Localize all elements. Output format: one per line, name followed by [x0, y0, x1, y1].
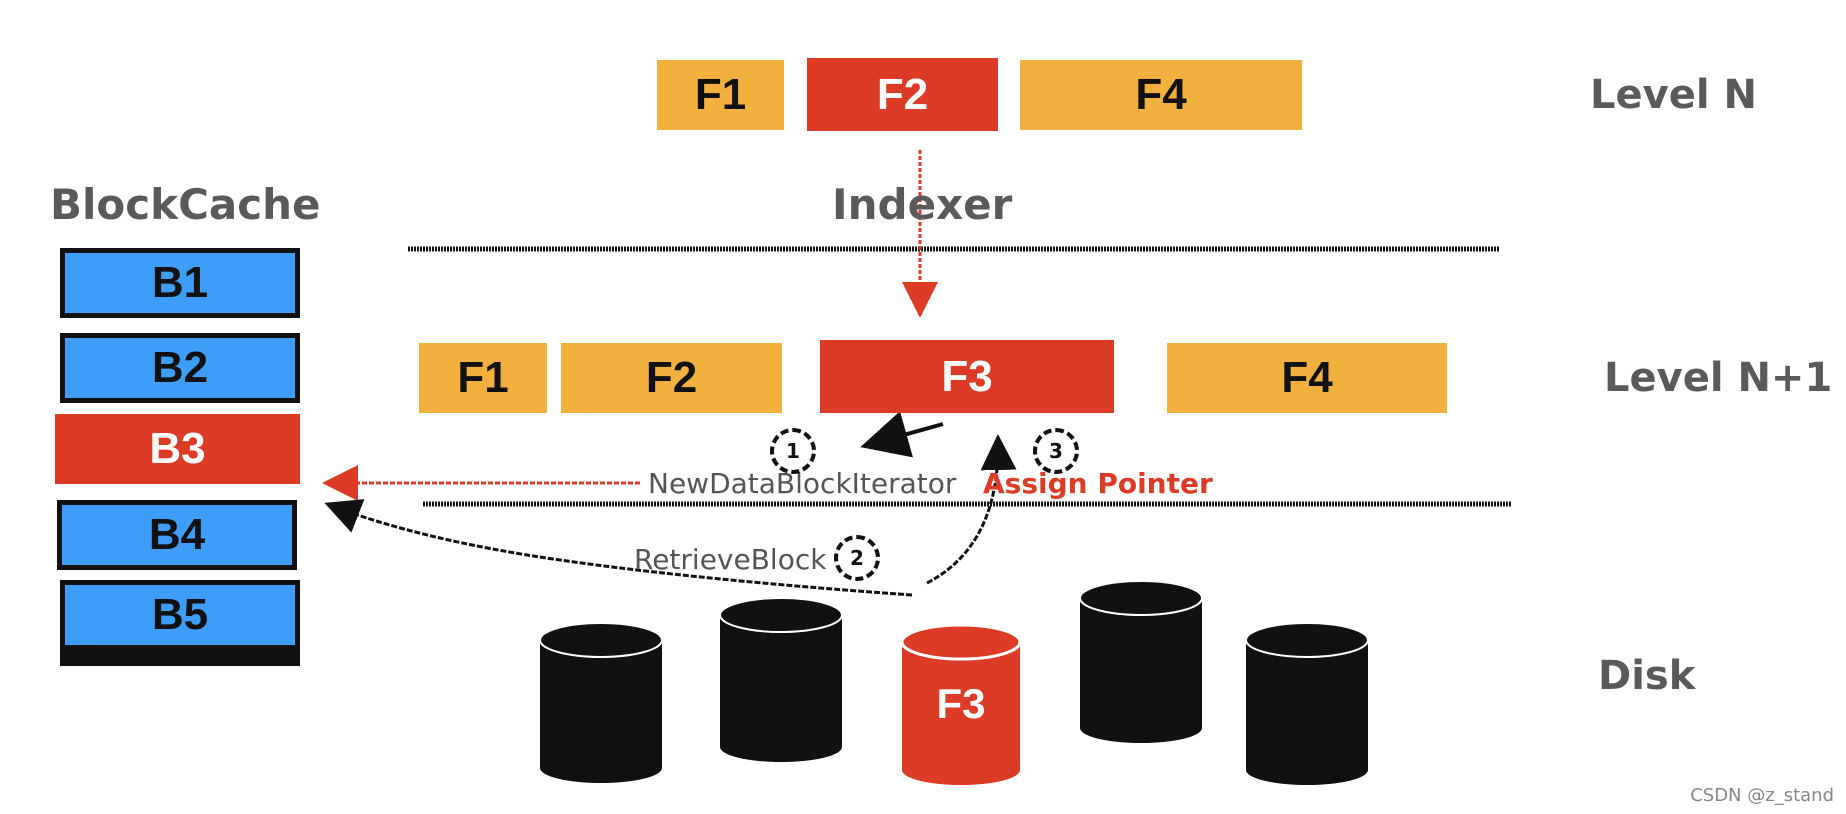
- level-n-file-f4: F4: [1020, 60, 1302, 130]
- level-n1-file-f2: F2: [561, 343, 782, 413]
- file-label: F1: [694, 70, 747, 119]
- disk-cylinder-4: [1079, 580, 1203, 743]
- block-label: B5: [151, 590, 209, 639]
- disk-cylinder-2: [719, 597, 843, 762]
- blockcache-base: [60, 650, 300, 666]
- step-number: 1: [786, 439, 800, 463]
- file-label: F2: [645, 353, 698, 402]
- file-label: F4: [1281, 353, 1333, 402]
- disk-cylinder-1: [539, 622, 663, 783]
- step1-arrow: [860, 411, 944, 458]
- cache-block-b5: B5: [60, 580, 300, 650]
- cache-block-b1: B1: [60, 248, 300, 318]
- retrieve-block-label: RetrieveBlock: [634, 543, 827, 576]
- indexer-title: Indexer: [832, 180, 1013, 229]
- level-n-file-f2: F2: [807, 58, 998, 131]
- step-3-marker: 3: [1033, 428, 1079, 474]
- step-number: 2: [850, 546, 864, 570]
- step-1-marker: 1: [770, 428, 816, 474]
- assign-pointer-label: Assign Pointer: [983, 467, 1213, 500]
- disk-f3-label: F3: [936, 680, 986, 727]
- block-label: B3: [149, 424, 206, 473]
- level-n-file-f1: F1: [657, 60, 784, 130]
- assign-pointer-arrow: [926, 434, 1017, 585]
- file-label: F1: [457, 353, 509, 402]
- step-number: 3: [1049, 439, 1063, 463]
- cache-block-b2: B2: [60, 333, 300, 403]
- level-n1-label: Level N+1: [1604, 355, 1833, 401]
- block-label: B2: [151, 343, 209, 392]
- cache-block-b4: B4: [57, 500, 297, 570]
- level-n1-file-f4: F4: [1167, 343, 1447, 413]
- new-data-block-iterator-label: NewDataBlockIterator: [648, 467, 957, 500]
- disk-label: Disk: [1598, 653, 1696, 699]
- file-label: F4: [1135, 70, 1187, 119]
- watermark: CSDN @z_stand: [1690, 785, 1834, 806]
- blockcache-title: BlockCache: [50, 180, 321, 229]
- disk-cylinder-f3: [900, 623, 1022, 785]
- retrieve-block-arrow: [324, 499, 913, 597]
- level-n1-file-f3: F3: [820, 340, 1114, 413]
- disk-cylinder-5: [1245, 622, 1369, 785]
- file-label: F3: [941, 351, 993, 401]
- block-label: B4: [148, 510, 206, 559]
- cache-block-b3: B3: [55, 414, 300, 484]
- file-label: F2: [876, 69, 929, 119]
- level-n-label: Level N: [1590, 72, 1757, 118]
- block-label: B1: [151, 258, 209, 307]
- step-2-marker: 2: [834, 535, 880, 581]
- level-n1-file-f1: F1: [419, 343, 547, 413]
